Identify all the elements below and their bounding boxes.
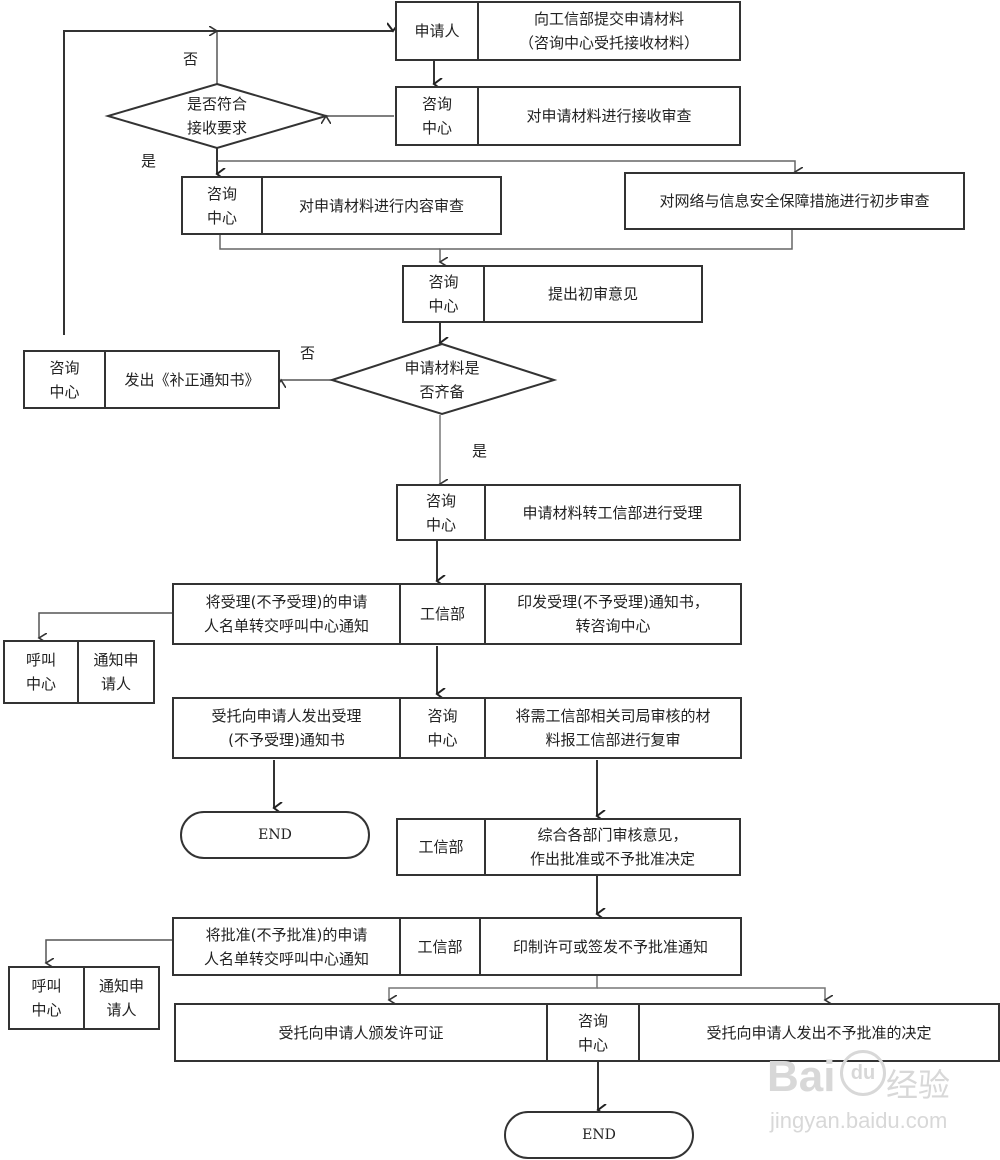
- role-call-center: 呼叫 中心: [25, 651, 56, 693]
- role-miit: 工信部: [399, 585, 484, 643]
- node-text: 申请材料转工信部进行受理: [484, 486, 739, 539]
- node-decision-make: 工信部 综合各部门审核意见， 作出批准或不予批准决定: [396, 818, 741, 876]
- role-call-center: 呼叫 中心: [31, 977, 62, 1019]
- watermark-brand: Bai: [767, 1052, 836, 1101]
- node-text: 对申请材料进行内容审查: [261, 178, 500, 233]
- edge-permit-branch: [389, 976, 598, 1000]
- node-right-text: 受托向申请人发出不予批准的决定: [638, 1005, 998, 1060]
- terminal-end-2: END: [504, 1111, 694, 1159]
- node-right-text: 印发受理(不予受理)通知书， 转咨询中心: [484, 585, 740, 643]
- node-call-notify-1: 呼叫 中心 通知申 请人: [3, 640, 155, 704]
- node-issue-acceptance: 将受理(不予受理)的申请 人名单转交呼叫中心通知 工信部 印发受理(不予受理)通…: [172, 583, 742, 645]
- decision-accept-shape: [104, 82, 330, 150]
- role-consult-center: 咨询 中心: [399, 699, 484, 757]
- node-left-text: 受托向申请人发出受理 (不予受理)通知书: [211, 707, 362, 749]
- node-transfer-miit: 咨询 中心 申请材料转工信部进行受理: [396, 484, 741, 541]
- node-text: 提出初审意见: [483, 267, 701, 321]
- edge-to-call2: [46, 939, 172, 963]
- node-call-notify-2: 呼叫 中心 通知申 请人: [8, 966, 160, 1030]
- node-security-review: 对网络与信息安全保障措施进行初步审查: [624, 172, 965, 230]
- node-text: 向工信部提交申请材料 （咨询中心受托接收材料）: [477, 3, 739, 59]
- role-consult-center: 咨询 中心: [421, 95, 452, 137]
- role-applicant: 申请人: [414, 22, 460, 40]
- role-miit: 工信部: [399, 919, 479, 974]
- role-consult-center: 咨询 中心: [206, 184, 237, 227]
- edge-loop-top: [63, 31, 393, 335]
- node-preliminary-opinion: 咨询 中心 提出初审意见: [402, 265, 703, 323]
- edge-to-call1: [39, 612, 172, 638]
- edge-permit-branch-right: [597, 987, 825, 1000]
- role-consult-center: 咨询 中心: [49, 358, 80, 401]
- terminal-end-1: END: [180, 811, 370, 859]
- node-receive-review: 咨询 中心 对申请材料进行接收审查: [395, 86, 741, 146]
- node-left-text: 将批准(不予批准)的申请 人名单转交呼叫中心通知: [203, 925, 369, 968]
- edge-label-yes: 是: [472, 442, 488, 460]
- edge-merge-left: [219, 233, 440, 250]
- watermark-paw-icon: du: [840, 1050, 886, 1096]
- node-text: 通知申 请人: [77, 642, 153, 702]
- edge-merge-right: [440, 230, 793, 262]
- node-text: 发出《补正通知书》: [104, 352, 278, 407]
- decision-complete-text: 申请材料是 否齐备: [404, 359, 480, 401]
- role-consult-center: 咨询 中心: [425, 491, 456, 534]
- node-right-text: 印制许可或签发不予批准通知: [479, 919, 740, 974]
- decision-accept-text: 是否符合 接收要求: [186, 95, 247, 137]
- node-text: 综合各部门审核意见， 作出批准或不予批准决定: [484, 820, 739, 874]
- node-content-review: 咨询 中心 对申请材料进行内容审查: [181, 176, 502, 235]
- edge-label-yes: 是: [141, 152, 157, 170]
- edge-label-no: 否: [183, 50, 199, 68]
- node-left-text: 将受理(不予受理)的申请 人名单转交呼叫中心通知: [203, 593, 369, 635]
- node-correction-notice: 咨询 中心 发出《补正通知书》: [23, 350, 280, 409]
- decision-complete-shape: [328, 342, 558, 416]
- watermark-url: jingyan.baidu.com: [770, 1108, 948, 1133]
- edge-branch-security: [217, 160, 795, 172]
- watermark-paw-text: du: [850, 1061, 876, 1084]
- node-submit: 申请人 向工信部提交申请材料 （咨询中心受托接收材料）: [395, 1, 741, 61]
- role-miit: 工信部: [418, 838, 464, 856]
- edge-label-no: 否: [300, 344, 316, 362]
- node-issue-permit: 将批准(不予批准)的申请 人名单转交呼叫中心通知 工信部 印制许可或签发不予批准…: [172, 917, 742, 976]
- role-consult-center: 咨询 中心: [428, 273, 459, 315]
- watermark-brand-cn: 经验: [886, 1066, 951, 1104]
- node-text: 通知申 请人: [83, 968, 158, 1028]
- role-consult-center: 咨询 中心: [546, 1005, 638, 1060]
- node-text: 对申请材料进行接收审查: [477, 88, 739, 144]
- node-consult-notify: 受托向申请人发出受理 (不予受理)通知书 咨询 中心 将需工信部相关司局审核的材…: [172, 697, 742, 759]
- node-text: 对网络与信息安全保障措施进行初步审查: [659, 192, 930, 210]
- node-right-text: 将需工信部相关司局审核的材 料报工信部进行复审: [484, 699, 740, 757]
- node-left-text: 受托向申请人颁发许可证: [278, 1023, 444, 1042]
